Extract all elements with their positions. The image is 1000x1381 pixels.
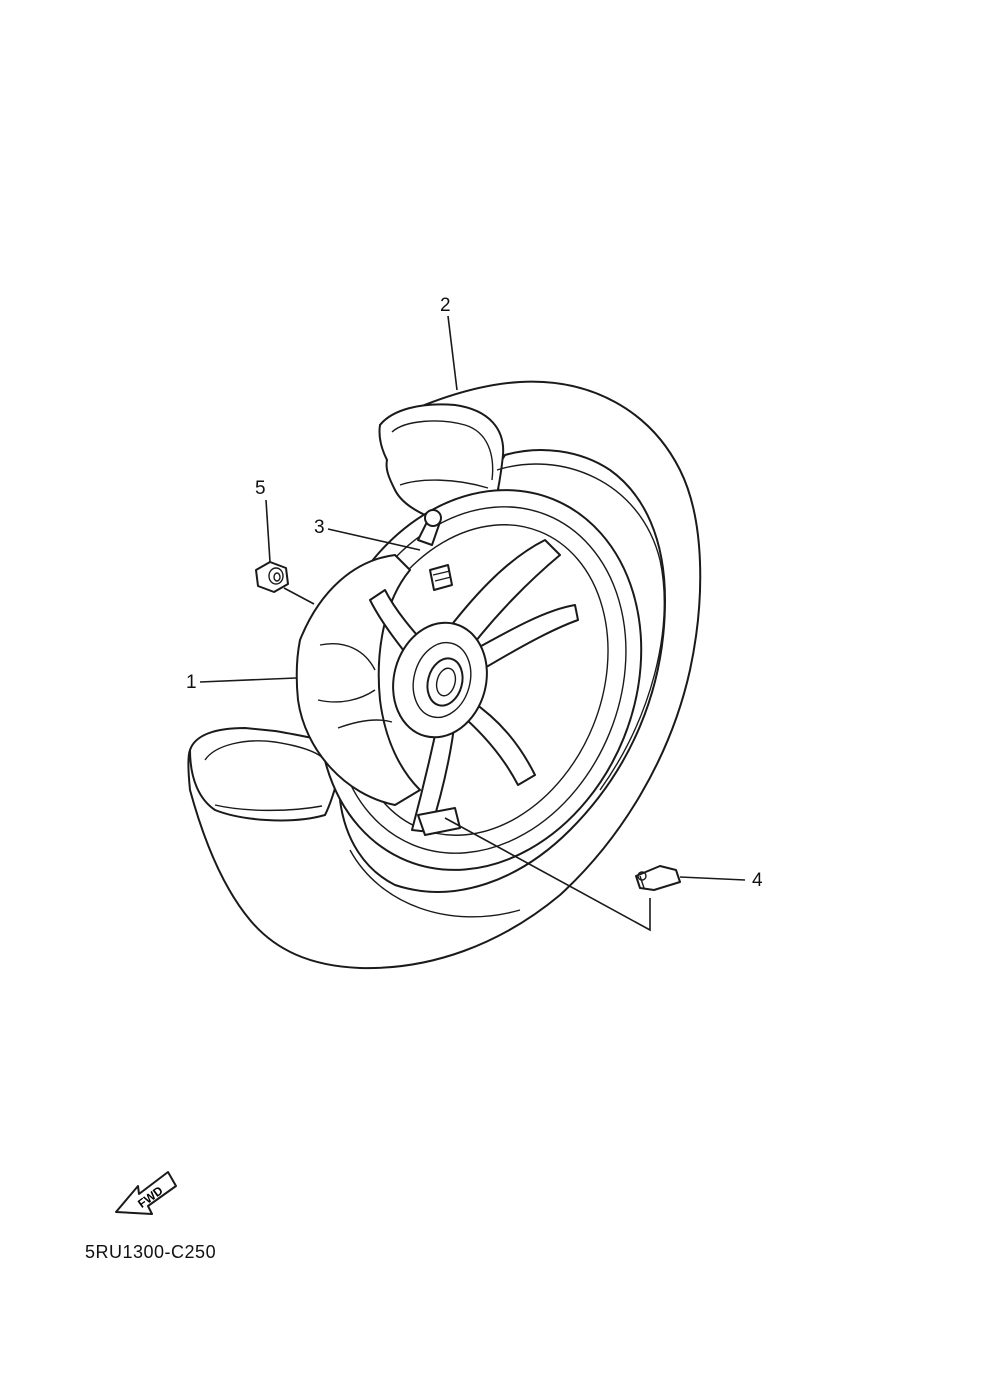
callout-5: 5	[255, 478, 266, 499]
valve	[417, 509, 453, 591]
callout-4: 4	[752, 870, 763, 891]
leader-lines	[199, 315, 746, 932]
wheel-rim	[295, 489, 643, 871]
balance-weight	[635, 865, 681, 891]
fwd-arrow-icon: FWD	[115, 1171, 177, 1215]
callout-3: 3	[314, 517, 325, 538]
nut	[255, 561, 289, 593]
diagram-code: 5RU1300-C250	[85, 1242, 217, 1262]
callout-1: 1	[186, 672, 197, 693]
tire	[187, 380, 702, 970]
callout-2: 2	[440, 295, 451, 316]
